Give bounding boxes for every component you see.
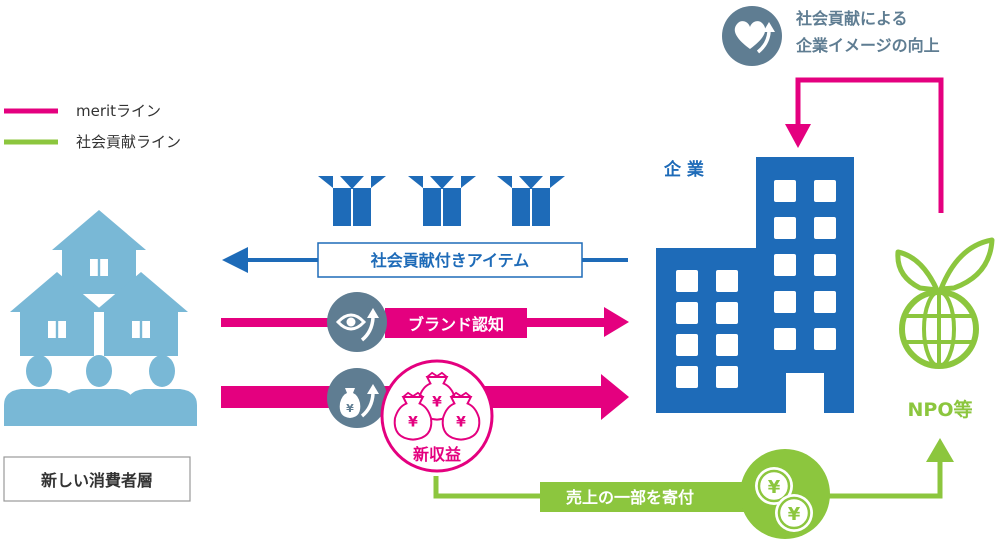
svg-text:¥: ¥ (788, 504, 801, 525)
box-icon (317, 175, 387, 227)
eye-arrow-icon (327, 292, 387, 352)
person-icon (127, 355, 197, 426)
donation-label: 売上の一部を寄付 (566, 488, 694, 507)
feedback-line (785, 77, 944, 213)
heart-arrow-icon (722, 6, 782, 66)
legend-social-label: 社会貢献ライン (76, 133, 181, 151)
yen-coins-icon: ¥ ¥ (740, 449, 830, 539)
svg-text:¥: ¥ (768, 477, 781, 498)
item-label-box (317, 242, 583, 278)
office-building-icon (656, 157, 854, 413)
money-bag-arrow-icon: ¥ (327, 368, 387, 428)
consumers-label-box (3, 456, 191, 502)
feedback-line1: 社会貢献による (795, 9, 908, 28)
brand-label: ブランド認知 (408, 315, 504, 334)
npo-plant-globe-icon (895, 237, 995, 369)
legend-merit-label: meritライン (76, 102, 161, 120)
person-icon (64, 355, 134, 426)
legend: meritライン 社会貢献ライン (4, 102, 181, 151)
npo-label: NPO等 (908, 398, 973, 421)
money-bags-icon (380, 359, 494, 473)
consumers-group (4, 210, 197, 426)
item-label: 社会貢献付きアイテム (370, 251, 529, 270)
feedback-line2: 企業イメージの向上 (795, 36, 940, 55)
box-icon (407, 175, 477, 227)
revenue-label: 新収益 (413, 445, 461, 464)
company-label: 企 業 (663, 159, 704, 180)
person-icon (4, 355, 74, 426)
box-icon (496, 175, 566, 227)
boxes-group (317, 175, 566, 227)
donation-label-box (540, 482, 744, 512)
consumers-label: 新しい消費者層 (41, 471, 153, 490)
svg-text:¥: ¥ (346, 402, 354, 415)
brand-label-box (385, 308, 527, 338)
